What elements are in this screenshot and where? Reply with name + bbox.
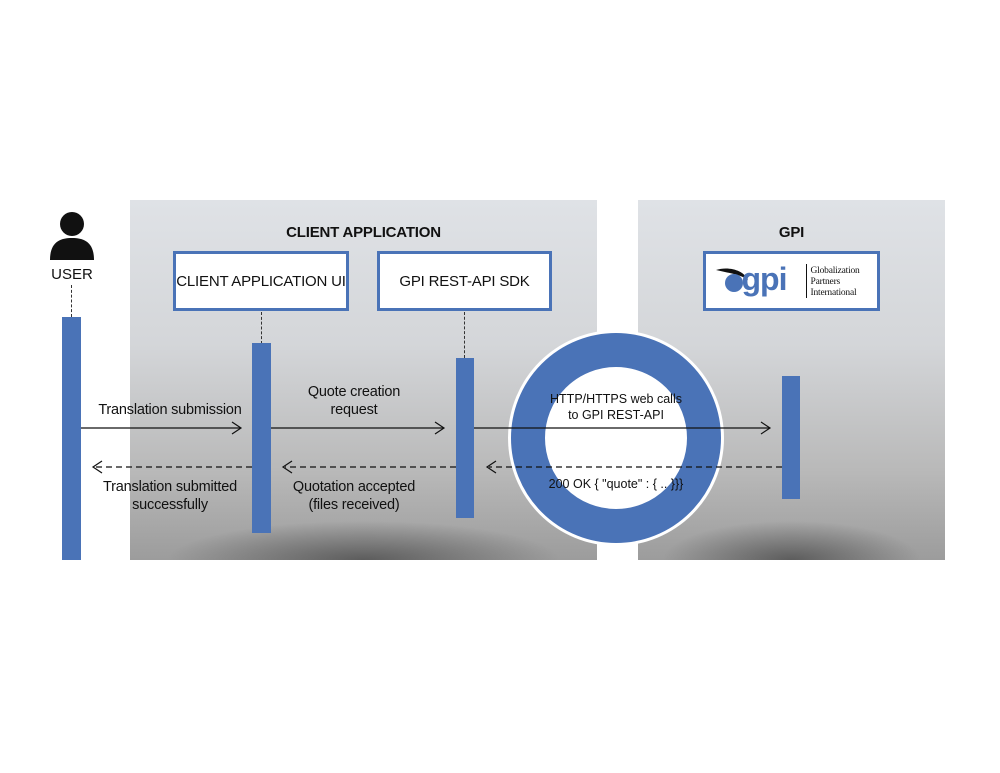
gpi-activation-bar [782,376,800,499]
translation-submitted-label-line2: successfully [132,497,208,513]
arrowhead-sdk-to-gpi [760,421,772,435]
quote-request-label-line2: request [330,402,378,418]
client-ui-activation-bar [252,343,271,533]
gpi-rest-api-sdk-box: GPI REST-API SDK [377,251,552,311]
logo-sub-line3: International [810,288,857,298]
http-ring [511,333,721,543]
gpi-logo-box: gpi Globalization Partners International [703,251,880,311]
client-application-title: CLIENT APPLICATION [286,224,441,241]
gpi-title: GPI [778,224,805,241]
quote-request-label-line1: Quote creation [307,384,401,400]
returnhead-gpi-to-sdk [485,460,497,474]
logo-sub-line1: Globalization [810,266,860,276]
gpi-swoosh-icon [715,268,748,292]
quotation-accepted-label-line2: (files received) [308,497,400,513]
logo-sub-line2: Partners [810,277,841,287]
user-label: USER [51,266,93,283]
translation-submitted-label-line1: Translation submitted [103,479,237,495]
ok-response-label: 200 OK { "quote" : { .. }}} [548,477,684,491]
http-calls-label-line2: to GPI REST-API [568,408,664,422]
sdk-activation-bar [456,358,474,518]
client-application-ui-box: CLIENT APPLICATION UI [173,251,349,311]
logo-divider [805,264,807,298]
panel-shadow [130,480,597,560]
translation-submission-label: Translation submission [98,402,242,418]
client-application-ui-label: CLIENT APPLICATION UI [176,272,346,290]
gpi-logo: gpi Globalization Partners International [712,258,872,304]
arrowhead-user-to-client-ui [231,421,243,435]
user-icon [50,212,94,260]
arrowhead-client-ui-to-sdk [434,421,446,435]
gpi-rest-api-sdk-label: GPI REST-API SDK [399,272,530,290]
client-ui-lifeline [261,312,262,344]
user-activation-bar [62,317,81,560]
returnhead-client-ui-to-user [91,460,103,474]
http-calls-label-line1: HTTP/HTTPS web calls [550,392,682,406]
user-lifeline [71,285,72,317]
gpi-logo-word: gpi [741,261,788,297]
sdk-lifeline [464,312,465,358]
quotation-accepted-label-line1: Quotation accepted [292,479,416,495]
returnhead-sdk-to-client-ui [281,460,293,474]
